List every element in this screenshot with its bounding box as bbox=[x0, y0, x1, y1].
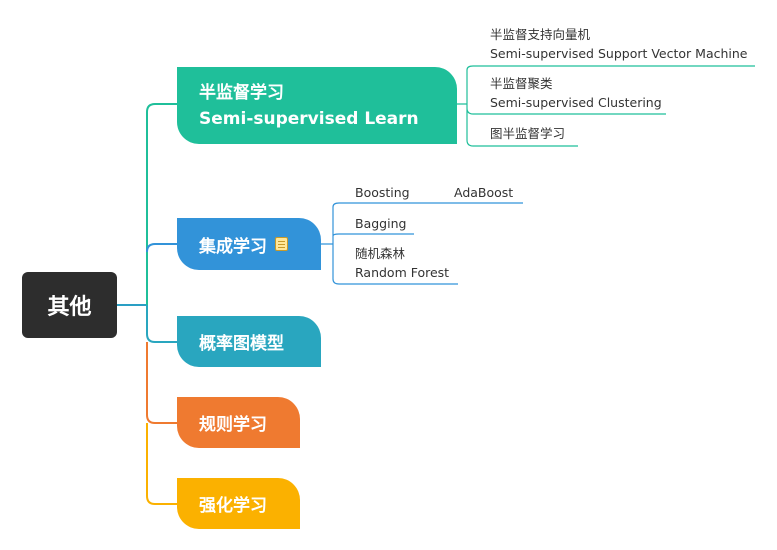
branch-rl-label: 强化学习 bbox=[199, 496, 267, 516]
leaf-graph-semi[interactable]: 图半监督学习 bbox=[490, 124, 565, 143]
connector-semi-children bbox=[457, 65, 755, 147]
leaf-random-forest[interactable]: 随机森林 Random Forest bbox=[355, 244, 449, 282]
leaf-random-forest-en: Random Forest bbox=[355, 265, 450, 280]
leaf-semi-clustering[interactable]: 半监督聚类 Semi-supervised Clustering bbox=[490, 74, 662, 112]
leaf-random-forest-cn: 随机森林 bbox=[355, 246, 406, 261]
branch-semi-supervised[interactable]: 半监督学习 Semi-supervised Learn bbox=[177, 67, 457, 144]
connector-rl bbox=[146, 423, 177, 505]
leaf-adaboost-label: AdaBoost bbox=[454, 185, 514, 200]
root-node[interactable]: 其他 bbox=[22, 272, 117, 338]
leaf-adaboost[interactable]: AdaBoost bbox=[454, 183, 513, 202]
root-label: 其他 bbox=[47, 295, 92, 320]
branch-ensemble-label: 集成学习 bbox=[199, 236, 267, 257]
branch-probabilistic-graphical-model[interactable]: 概率图模型 bbox=[177, 316, 321, 367]
leaf-boosting-label: Boosting bbox=[355, 185, 410, 200]
leaf-s3vm-en: Semi-supervised Support Vector Machine bbox=[490, 46, 748, 61]
leaf-bagging-label: Bagging bbox=[355, 216, 407, 231]
note-icon[interactable] bbox=[275, 237, 288, 251]
branch-rule-learning[interactable]: 规则学习 bbox=[177, 397, 300, 448]
connector-ensemble-children bbox=[321, 202, 523, 285]
connector-ensemble bbox=[146, 243, 177, 253]
leaf-bagging[interactable]: Bagging bbox=[355, 214, 406, 233]
connector-rule bbox=[146, 342, 177, 424]
branch-ensemble[interactable]: 集成学习 bbox=[177, 218, 321, 270]
leaf-s3vm-cn: 半监督支持向量机 bbox=[490, 27, 591, 42]
branch-reinforcement-learning[interactable]: 强化学习 bbox=[177, 478, 300, 529]
leaf-semi-clustering-cn: 半监督聚类 bbox=[490, 76, 553, 91]
branch-rule-label: 规则学习 bbox=[199, 415, 267, 435]
connector-semi bbox=[146, 103, 177, 305]
leaf-semi-clustering-en: Semi-supervised Clustering bbox=[490, 95, 662, 110]
leaf-graph-semi-cn: 图半监督学习 bbox=[490, 126, 566, 141]
connector-prob bbox=[146, 305, 177, 343]
branch-semi-label-en: Semi-supervised Learn bbox=[199, 108, 419, 129]
leaf-boosting[interactable]: Boosting bbox=[355, 183, 410, 202]
branch-prob-label: 概率图模型 bbox=[199, 334, 284, 354]
branch-semi-label-cn: 半监督学习 bbox=[199, 82, 284, 103]
leaf-s3vm[interactable]: 半监督支持向量机 Semi-supervised Support Vector … bbox=[490, 25, 747, 63]
